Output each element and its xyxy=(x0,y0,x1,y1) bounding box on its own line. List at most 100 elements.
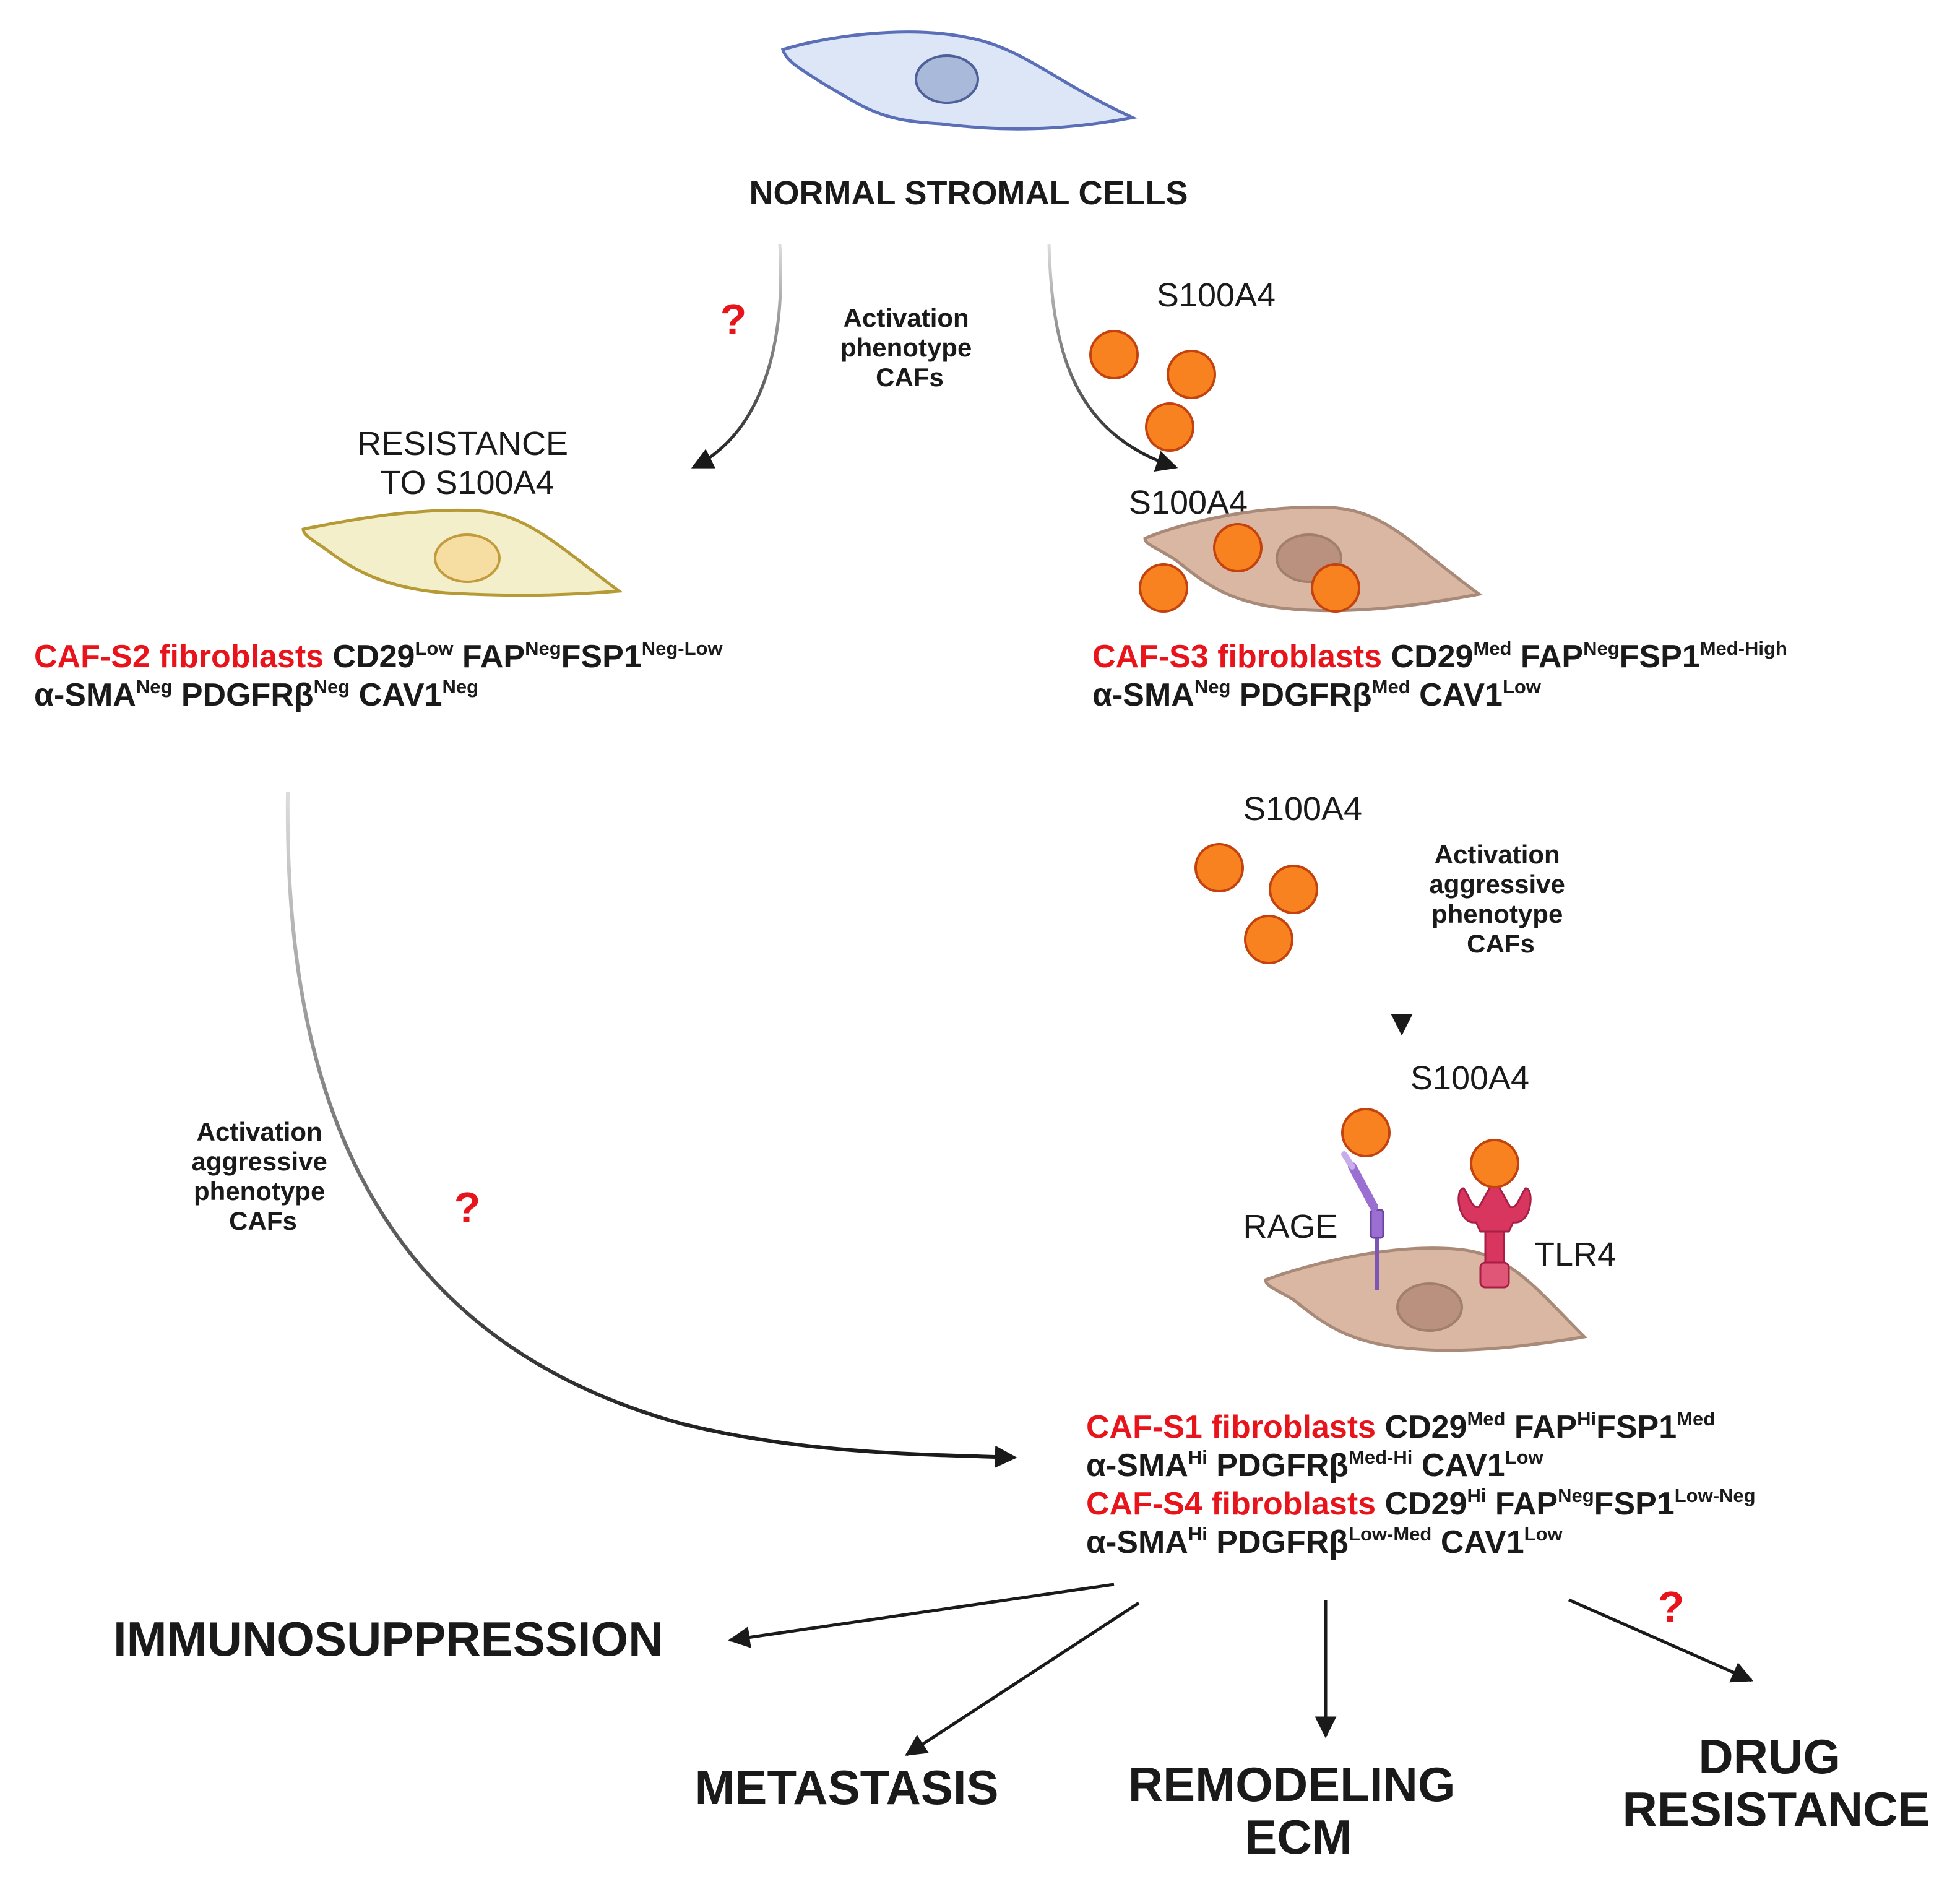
s100a4-particle xyxy=(1145,402,1194,452)
s100a4-particle xyxy=(1139,563,1188,613)
activation-phenotype-line-2: phenotype xyxy=(840,333,972,362)
caf-s3-cd29: CD29 xyxy=(1391,639,1474,675)
arrow-to-metastasis xyxy=(905,1601,1140,1756)
s100a4-particle xyxy=(1194,843,1244,892)
caf-s1-fsp1: FSP1 xyxy=(1596,1409,1677,1445)
caf-s4-fsp1-level: Low-Neg xyxy=(1675,1485,1756,1506)
normal-stromal-cell xyxy=(780,30,1138,131)
caf-s4-pdgfrb: PDGFRβ xyxy=(1216,1524,1349,1560)
caf-s2-cav1: CAV1 xyxy=(359,677,443,713)
caf-s2-fap: FAP xyxy=(462,639,525,675)
s100a4-particle xyxy=(1311,563,1360,613)
caf-s4-line-2: α-SMAHi PDGFRβLow-Med CAV1Low xyxy=(1086,1523,1563,1560)
s100a4-label-1: S100A4 xyxy=(1157,277,1276,314)
s100a4-particle xyxy=(1089,330,1139,379)
resistance-line-1: RESISTANCE xyxy=(357,425,568,462)
rage-receptor xyxy=(1341,1151,1384,1290)
s100a4-particle xyxy=(1213,523,1263,572)
caf-s1-cd29: CD29 xyxy=(1385,1409,1467,1445)
aggr-right-line-1: Activation xyxy=(1435,840,1560,869)
activation-phenotype-line-1: Activation xyxy=(844,303,969,332)
caf-s3-fap: FAP xyxy=(1521,639,1583,675)
arrow-to-immunosuppression xyxy=(728,1583,1115,1648)
activation-aggressive-label-left: Activation aggressive phenotype CAFs xyxy=(191,1117,334,1235)
caf-s3-pdgfrb-level: Med xyxy=(1372,676,1410,698)
caf-s2-pdgfrb: PDGFRβ xyxy=(181,677,314,713)
outcome-drug-resistance: DRUG RESISTANCE xyxy=(1623,1729,1930,1836)
caf-s2-fsp1: FSP1 xyxy=(561,639,642,675)
caf-s1-fsp1-level: Med xyxy=(1677,1408,1715,1430)
s100a4-label-4: S100A4 xyxy=(1410,1060,1529,1097)
outcome-remodeling-ecm: REMODELING ECM xyxy=(1128,1757,1469,1864)
tlr4-label: TLR4 xyxy=(1534,1236,1616,1273)
activation-phenotype-label: Activation phenotype CAFs xyxy=(840,303,979,392)
aggr-right-line-4: CAFs xyxy=(1467,929,1535,958)
caf-s1-line-1: CAF-S1 fibroblasts CD29Med FAPHiFSP1Med xyxy=(1086,1408,1715,1445)
outcome-remodeling-line-2: ECM xyxy=(1245,1810,1352,1864)
caf-s4-fsp1: FSP1 xyxy=(1594,1486,1675,1522)
s100a4-bound-rage xyxy=(1341,1108,1391,1157)
s100a4-particle xyxy=(1269,865,1318,914)
resistance-label: RESISTANCE TO S100A4 xyxy=(357,425,577,501)
arrow-caf-s2-to-s1 xyxy=(285,792,1017,1468)
caf-s2-line-1: CAF-S2 fibroblasts CD29Low FAPNegFSP1Neg… xyxy=(34,637,723,675)
caf-s4-asma: α-SMA xyxy=(1086,1524,1188,1560)
outcome-immunosuppression: IMMUNOSUPPRESSION xyxy=(113,1612,663,1666)
caf-s3-pdgfrb: PDGFRβ xyxy=(1240,677,1372,713)
s100a4-particles-2 xyxy=(1139,523,1360,613)
caf-s4-name: CAF-S4 fibroblasts xyxy=(1086,1486,1376,1522)
aggr-left-line-2: aggressive xyxy=(191,1147,327,1176)
caf-s1-fap: FAP xyxy=(1514,1409,1577,1445)
caf-s1-cav1-level: Low xyxy=(1505,1446,1544,1468)
caf-s3-asma: α-SMA xyxy=(1092,677,1194,713)
question-mark-3: ? xyxy=(1658,1583,1685,1631)
s100a4-particles-3 xyxy=(1194,843,1318,964)
caf-s1-line-2: α-SMAHi PDGFRβMed-Hi CAV1Low xyxy=(1086,1446,1544,1484)
outcome-metastasis: METASTASIS xyxy=(694,1760,998,1815)
caf-s2-line-2: α-SMANeg PDGFRβNeg CAV1Neg xyxy=(34,676,478,713)
s100a4-particle xyxy=(1167,350,1216,399)
outcome-drug-line-2: RESISTANCE xyxy=(1623,1782,1930,1836)
caf-s3-cd29-level: Med xyxy=(1473,637,1511,659)
aggr-right-line-2: aggressive xyxy=(1429,870,1565,899)
aggr-left-line-3: phenotype xyxy=(194,1177,325,1206)
caf-s3-line-2: α-SMANeg PDGFRβMed CAV1Low xyxy=(1092,676,1542,713)
aggr-left-line-1: Activation xyxy=(197,1117,322,1146)
caf-s4-asma-level: Hi xyxy=(1188,1523,1207,1545)
question-mark-2: ? xyxy=(454,1183,481,1232)
caf-s4-cd29: CD29 xyxy=(1385,1486,1467,1522)
outcome-drug-line-1: DRUG xyxy=(1698,1729,1841,1784)
caf-s2-cd29-level: Low xyxy=(415,637,454,659)
caf-s3-fsp1-level: Med-High xyxy=(1700,637,1787,659)
caf-s4-cav1: CAV1 xyxy=(1441,1524,1524,1560)
question-mark-1: ? xyxy=(720,295,747,343)
caf-s4-fap-level: Neg xyxy=(1558,1485,1594,1506)
caf-s1-fap-level: Hi xyxy=(1577,1408,1596,1430)
caf-s4-pdgfrb-level: Low-Med xyxy=(1349,1523,1431,1545)
caf-s2-asma-level: Neg xyxy=(136,676,173,698)
caf-s1-name: CAF-S1 fibroblasts xyxy=(1086,1409,1376,1445)
normal-stromal-cells-label: NORMAL STROMAL CELLS xyxy=(749,175,1188,212)
caf-s2-cd29: CD29 xyxy=(333,639,415,675)
rage-label: RAGE xyxy=(1243,1208,1337,1245)
caf-s3-cav1-level: Low xyxy=(1503,676,1542,698)
arrow-to-caf-s2 xyxy=(691,244,782,469)
arrow-to-caf-s3 xyxy=(1047,244,1178,472)
caf-s1-pdgfrb-level: Med-Hi xyxy=(1349,1446,1412,1468)
caf-s2-pdgfrb-level: Neg xyxy=(314,676,350,698)
resistance-line-2: TO S100A4 xyxy=(380,464,554,501)
caf-s3-name: CAF-S3 fibroblasts xyxy=(1092,639,1382,675)
outcome-remodeling-line-1: REMODELING xyxy=(1128,1757,1456,1812)
caf-s1-cd29-level: Med xyxy=(1467,1408,1505,1430)
caf-s4-line-1: CAF-S4 fibroblasts CD29Hi FAPNegFSP1Low-… xyxy=(1086,1485,1756,1522)
activation-phenotype-line-3: CAFs xyxy=(876,363,944,392)
caf-s1-asma-level: Hi xyxy=(1188,1446,1207,1468)
arrow-to-drug-resistance xyxy=(1568,1598,1754,1683)
aggr-right-line-3: phenotype xyxy=(1431,899,1563,928)
caf-s4-fap: FAP xyxy=(1495,1486,1558,1522)
activation-aggressive-label-right: Activation aggressive phenotype CAFs xyxy=(1429,840,1572,958)
s100a4-bound-tlr4 xyxy=(1470,1139,1519,1188)
caf-s1-cav1: CAV1 xyxy=(1422,1448,1505,1484)
caf-s2-fap-level: Neg xyxy=(525,637,561,659)
